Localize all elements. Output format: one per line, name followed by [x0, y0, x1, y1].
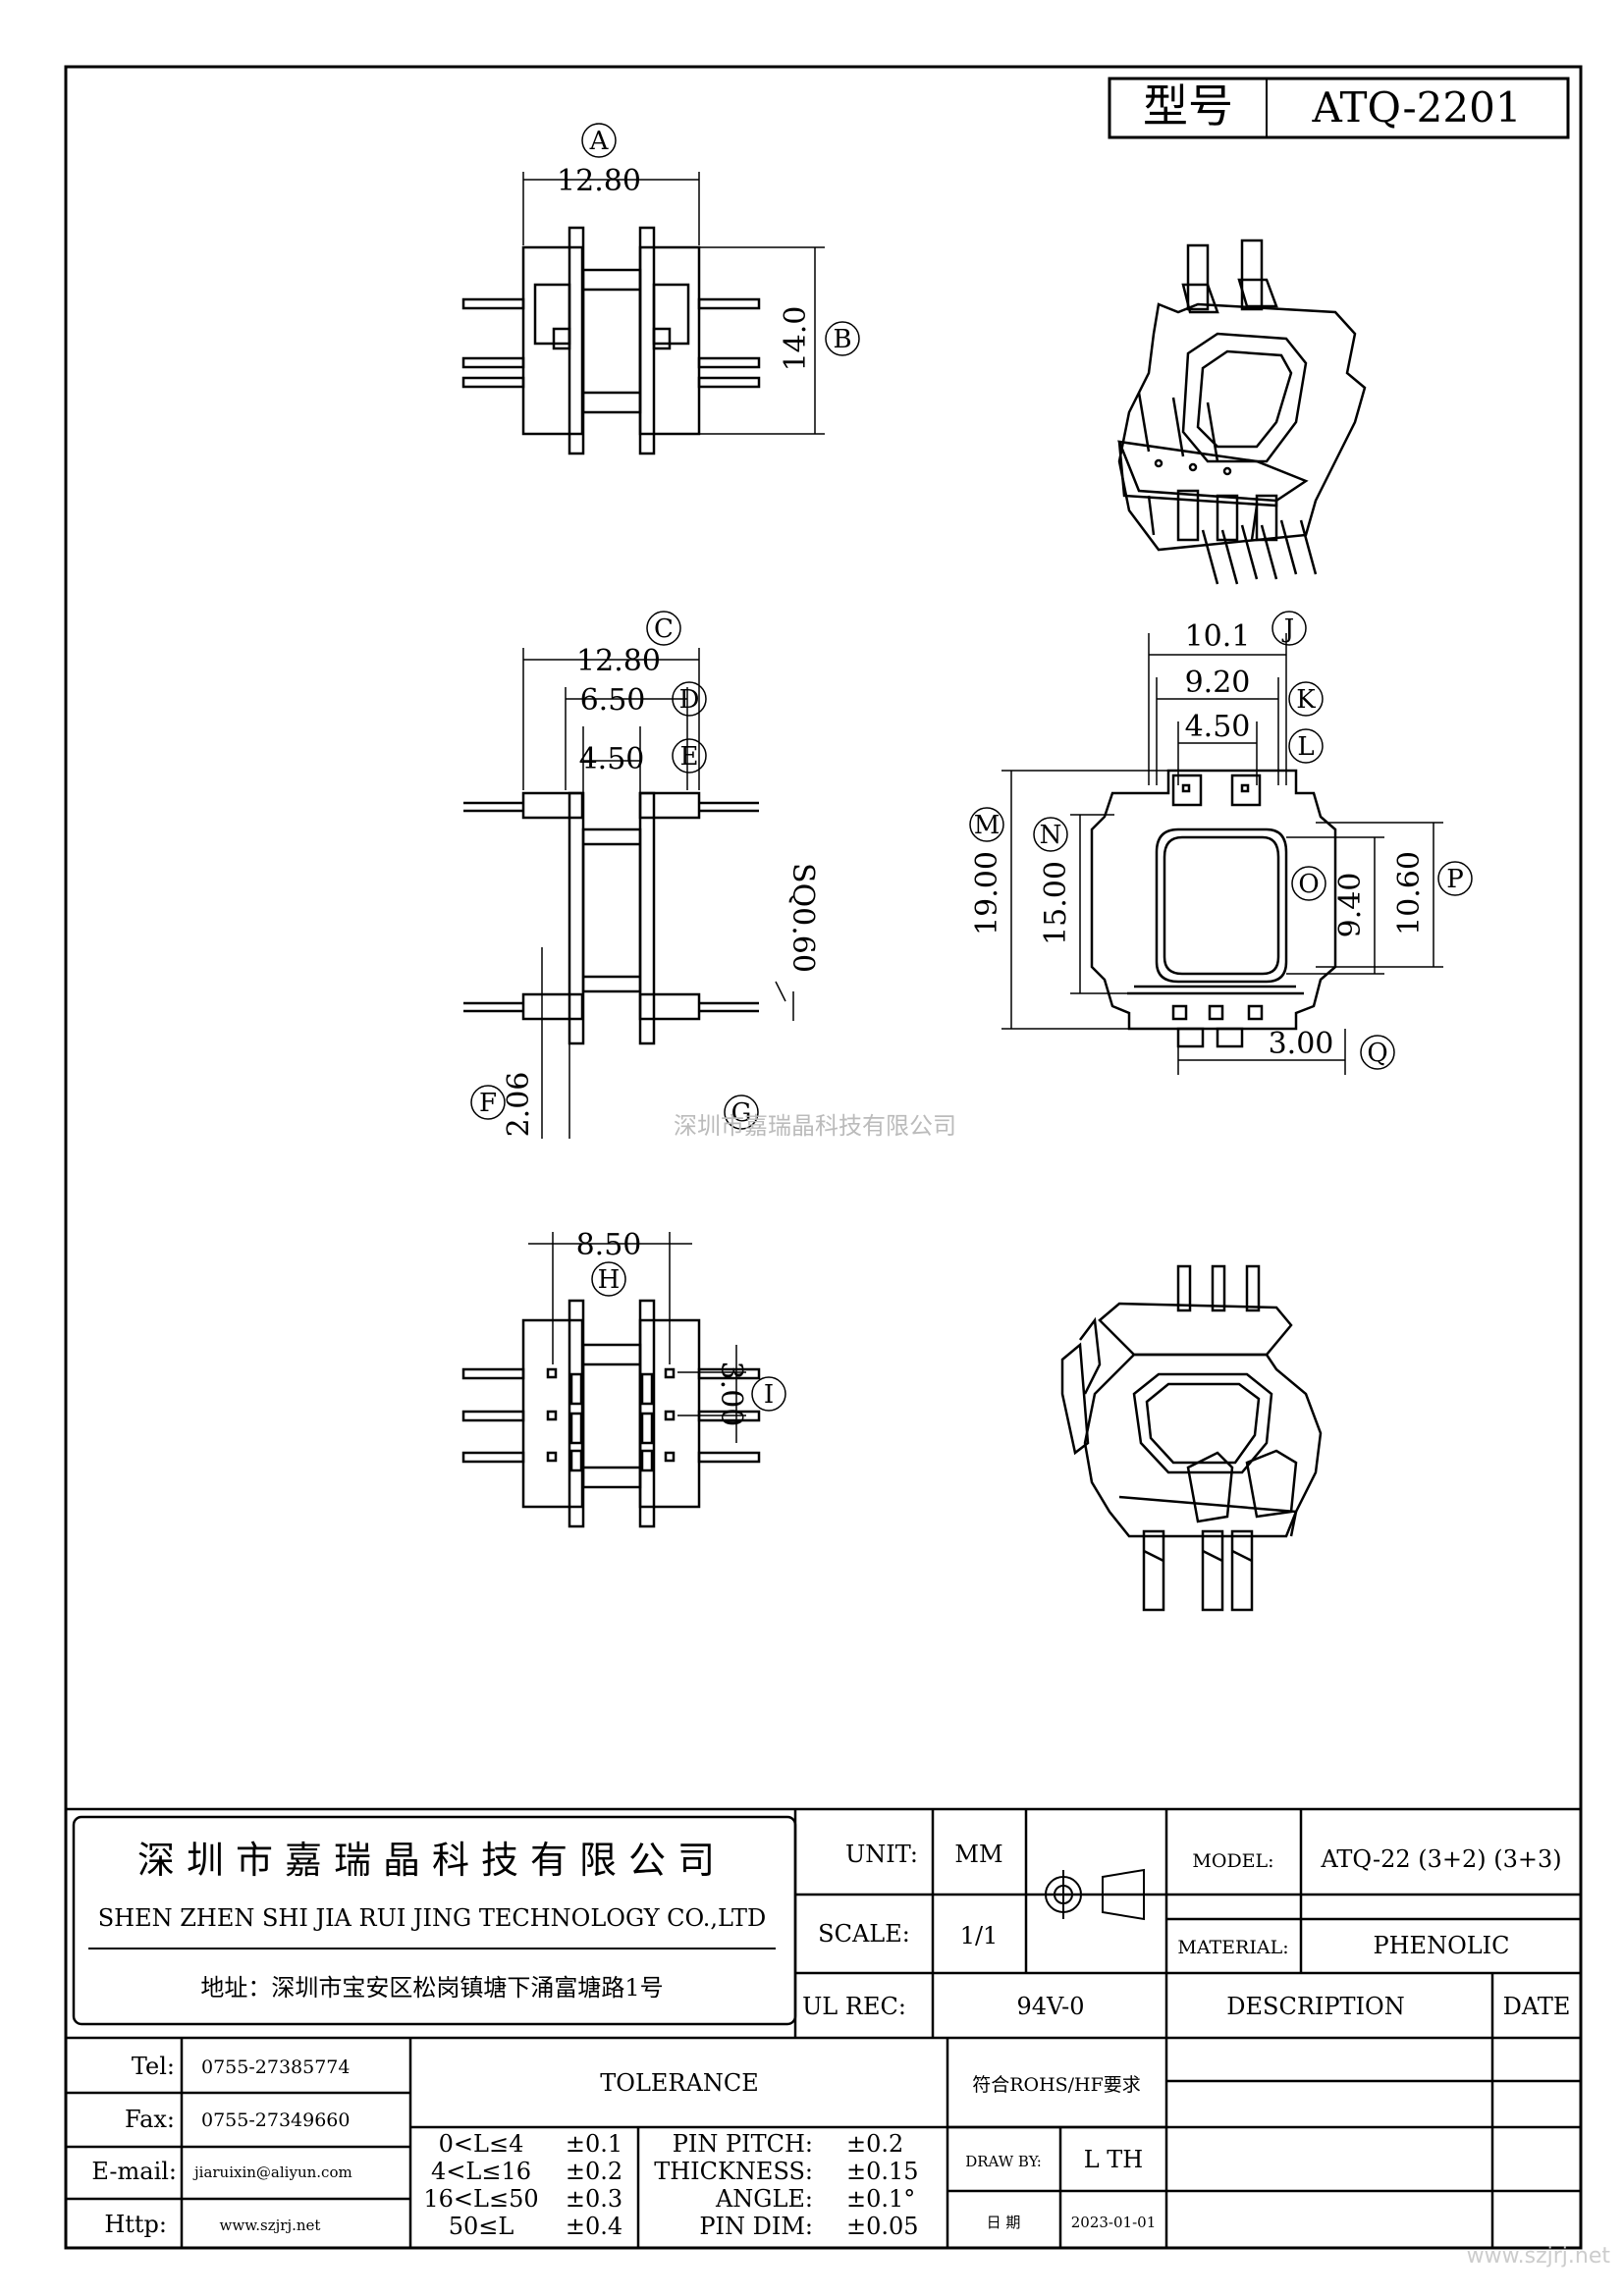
- model-header-label: 型号: [1143, 80, 1233, 133]
- front-view-bubble-l: L: [1297, 732, 1314, 762]
- date-cn-label: 日 期: [987, 2214, 1021, 2231]
- side-view-bubble-d: D: [679, 685, 700, 715]
- spec-value-4: ±0.05: [846, 2213, 919, 2240]
- title-block-lines: [66, 1807, 1581, 2248]
- bottom-view-dim-i: 3.00: [714, 1362, 748, 1427]
- front-view-dim-m: 19.00: [970, 851, 1004, 935]
- top-view-bubble-a: A: [589, 127, 610, 156]
- side-view-pin-offset: 2.06: [502, 1072, 536, 1138]
- unit-value: MM: [954, 1841, 1002, 1868]
- ul-value: 94V-0: [1016, 1993, 1084, 2020]
- side-view-pin-sq: SQ0.60: [785, 863, 820, 973]
- front-view-dim-j: 10.1: [1185, 619, 1251, 654]
- side-view-bubble-e: E: [680, 742, 699, 772]
- spec-label-2: THICKNESS:: [654, 2158, 813, 2185]
- top-view: [461, 226, 761, 455]
- tol-value-1: ±0.1: [566, 2130, 622, 2158]
- drawing-border: [64, 65, 1583, 2250]
- company-address: 地址：深圳市宝安区松岗镇塘下涌富塘路1号: [200, 1974, 663, 2002]
- date-value: 2023-01-01: [1071, 2214, 1156, 2231]
- side-view-width-total: 12.80: [576, 644, 661, 678]
- spec-value-2: ±0.15: [846, 2158, 919, 2185]
- email-label: E-mail:: [91, 2158, 177, 2185]
- front-view-bubble-o: O: [1298, 870, 1319, 899]
- front-view-dim-l: 4.50: [1185, 710, 1251, 744]
- http-label: Http:: [104, 2211, 167, 2238]
- front-view-dim-q: 3.00: [1269, 1027, 1334, 1061]
- description-label: DESCRIPTION: [1226, 1993, 1404, 2020]
- tel-label: Tel:: [132, 2053, 175, 2080]
- top-view-bubble-b: B: [833, 325, 851, 354]
- tol-value-3: ±0.3: [566, 2185, 622, 2213]
- front-view-bubble-n: N: [1040, 821, 1062, 850]
- bottom-view-dim-h: 8.50: [576, 1228, 642, 1262]
- material-label: MATERIAL:: [1177, 1937, 1288, 1958]
- tel-value: 0755-27385774: [201, 2056, 350, 2078]
- spec-label-3: ANGLE:: [715, 2185, 813, 2213]
- draw-by-label: DRAW BY:: [965, 2153, 1042, 2170]
- company-name-cn: 深圳市嘉瑞晶科技有限公司: [137, 1839, 727, 1882]
- model-header: 型号 ATQ-2201: [1108, 77, 1570, 139]
- corner-watermark: www.szjrj.net: [1467, 2244, 1611, 2269]
- rohs-note: 符合ROHS/HF要求: [972, 2074, 1141, 2096]
- front-view-dim-k: 9.20: [1185, 666, 1251, 700]
- spec-value-1: ±0.2: [846, 2130, 903, 2158]
- side-view-bubble-c: C: [654, 614, 674, 644]
- front-view-bubble-p: P: [1446, 865, 1464, 894]
- ul-label: UL REC:: [802, 1993, 906, 2020]
- model-label: MODEL:: [1192, 1850, 1273, 1872]
- front-view-dim-p: 10.60: [1392, 851, 1427, 935]
- company-name-en: SHEN ZHEN SHI JIA RUI JING TECHNOLOGY CO…: [98, 1904, 767, 1932]
- side-view-width-mid: 6.50: [580, 683, 646, 718]
- spec-value-3: ±0.1°: [846, 2185, 915, 2213]
- fax-value: 0755-27349660: [201, 2109, 350, 2131]
- side-view-width-inner: 4.50: [579, 742, 645, 776]
- spec-label-4: PIN DIM:: [699, 2213, 813, 2240]
- front-view-bubble-k: K: [1296, 685, 1316, 715]
- http-value: www.szjrj.net: [220, 2216, 321, 2234]
- tol-range-3: 16<L≤50: [423, 2185, 538, 2213]
- spec-label-1: PIN PITCH:: [673, 2130, 813, 2158]
- draw-by-value: L TH: [1084, 2146, 1144, 2173]
- top-view-height: 14.0: [779, 306, 813, 372]
- top-view-dims: [522, 123, 860, 435]
- front-view-dims: [969, 611, 1473, 1075]
- tol-range-2: 4<L≤16: [431, 2158, 531, 2185]
- fax-label: Fax:: [125, 2106, 175, 2133]
- bottom-view-bubble-h: H: [598, 1265, 621, 1295]
- side-view-bubble-f: F: [479, 1089, 497, 1118]
- tol-value-2: ±0.2: [566, 2158, 622, 2185]
- tolerance-title: TOLERANCE: [600, 2069, 758, 2097]
- front-view-bubble-m: M: [974, 811, 1001, 840]
- top-view-width: 12.80: [557, 164, 641, 198]
- bottom-view: [461, 1299, 761, 1528]
- scale-value: 1/1: [960, 1922, 999, 1949]
- tol-range-1: 0<L≤4: [439, 2130, 524, 2158]
- projection-symbol: [1036, 1868, 1159, 1921]
- front-view: [1090, 769, 1337, 1048]
- model-header-value: ATQ-2201: [1311, 83, 1521, 132]
- email-value: jiaruixin@aliyun.com: [192, 2163, 352, 2181]
- side-view: [463, 791, 759, 1045]
- front-view-dim-n: 15.00: [1039, 861, 1073, 945]
- front-view-bubble-q: Q: [1367, 1039, 1387, 1068]
- iso-view-bottom: [1060, 1264, 1323, 1612]
- bottom-view-dims: [528, 1232, 786, 1443]
- tol-value-4: ±0.4: [566, 2213, 622, 2240]
- front-view-dim-o: 9.40: [1333, 873, 1368, 938]
- date-label: DATE: [1503, 1993, 1571, 2020]
- side-view-bubble-g: G: [731, 1098, 752, 1128]
- tol-range-4: 50≤L: [449, 2213, 514, 2240]
- material-value: PHENOLIC: [1373, 1932, 1509, 1959]
- unit-label: UNIT:: [845, 1841, 918, 1868]
- model-value: ATQ-22 (3+2) (3+3): [1320, 1845, 1561, 1873]
- center-watermark: 深圳市嘉瑞晶科技有限公司: [674, 1112, 956, 1140]
- side-view-dims: [470, 611, 794, 1139]
- bottom-view-bubble-i: I: [764, 1380, 774, 1410]
- iso-view-top: [1117, 239, 1367, 585]
- scale-label: SCALE:: [818, 1920, 910, 1948]
- front-view-bubble-j: J: [1281, 614, 1294, 644]
